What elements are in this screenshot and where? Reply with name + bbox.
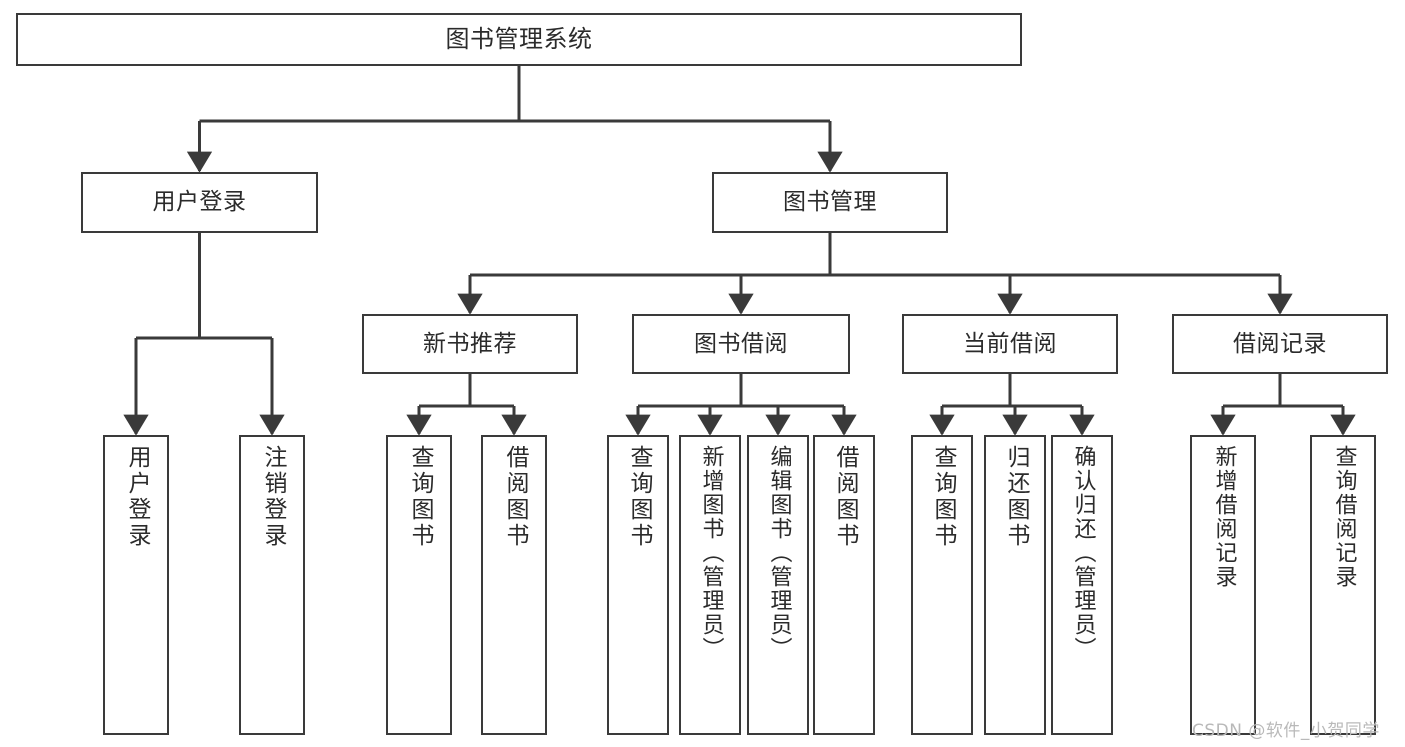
node-book-borrow[interactable]: 图书借阅: [632, 314, 850, 374]
node-leaf-rec-borrow[interactable]: 借阅图书: [481, 435, 547, 735]
node-leaf-rec-query[interactable]: 查询图书: [386, 435, 452, 735]
node-label: 查询图书: [625, 445, 652, 549]
node-label: 归还图书: [1002, 445, 1029, 549]
node-label: 查询图书: [406, 445, 433, 549]
node-label: 借阅图书: [501, 445, 528, 549]
node-label: 注销登录: [259, 445, 286, 549]
node-book-manage[interactable]: 图书管理: [712, 172, 948, 233]
node-label: 借阅图书: [831, 445, 858, 549]
node-label: 图书借阅: [694, 330, 788, 357]
node-leaf-bb-add[interactable]: 新增图书（管理员）: [679, 435, 741, 735]
node-label: 图书管理系统: [445, 24, 593, 53]
node-borrow-record[interactable]: 借阅记录: [1172, 314, 1388, 374]
node-label: 新增借阅记录: [1211, 445, 1237, 589]
node-label: 新增图书（管理员）: [698, 445, 724, 661]
node-leaf-cb-query[interactable]: 查询图书: [911, 435, 973, 735]
node-leaf-bb-borrow[interactable]: 借阅图书: [813, 435, 875, 735]
node-root[interactable]: 图书管理系统: [16, 13, 1022, 66]
node-new-book-rec[interactable]: 新书推荐: [362, 314, 578, 374]
node-label: 借阅记录: [1233, 330, 1327, 357]
node-label: 编辑图书（管理员）: [766, 445, 792, 661]
node-leaf-bb-query[interactable]: 查询图书: [607, 435, 669, 735]
node-label: 查询图书: [929, 445, 956, 549]
node-leaf-br-add[interactable]: 新增借阅记录: [1190, 435, 1256, 735]
node-leaf-cb-return[interactable]: 归还图书: [984, 435, 1046, 735]
node-label: 查询借阅记录: [1331, 445, 1357, 589]
node-leaf-br-query[interactable]: 查询借阅记录: [1310, 435, 1376, 735]
node-label: 用户登录: [152, 189, 247, 216]
node-label: 当前借阅: [963, 330, 1057, 357]
node-label: 确认归还（管理员）: [1070, 445, 1096, 661]
node-leaf-user-logout[interactable]: 注销登录: [239, 435, 305, 735]
node-leaf-cb-confirm[interactable]: 确认归还（管理员）: [1051, 435, 1113, 735]
node-user-login[interactable]: 用户登录: [81, 172, 318, 233]
node-label: 用户登录: [123, 445, 150, 549]
node-label: 新书推荐: [423, 330, 517, 357]
node-current-borrow[interactable]: 当前借阅: [902, 314, 1118, 374]
node-leaf-user-login[interactable]: 用户登录: [103, 435, 169, 735]
node-leaf-bb-edit[interactable]: 编辑图书（管理员）: [747, 435, 809, 735]
csdn-watermark: CSDN @软件_小贺同学: [1192, 721, 1380, 741]
node-label: 图书管理: [783, 189, 877, 216]
